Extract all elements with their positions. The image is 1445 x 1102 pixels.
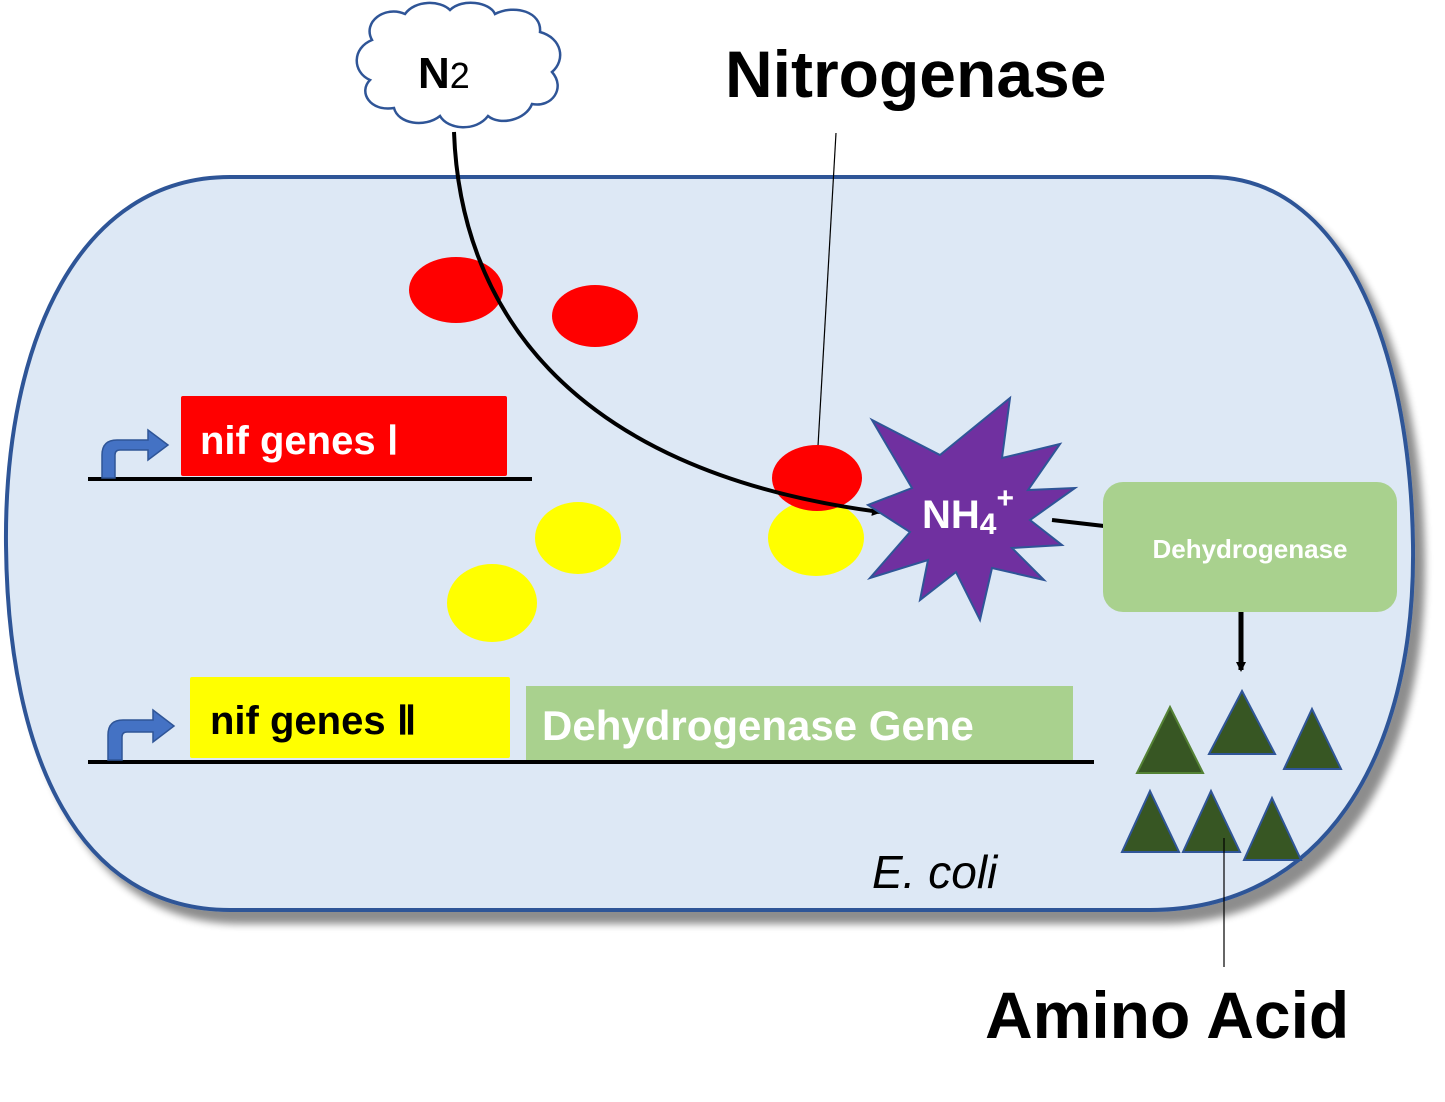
- n2-cloud: N2: [355, 1, 562, 129]
- ammonium-connector: [1051, 518, 1105, 528]
- nh4-superscript: +: [996, 482, 1014, 515]
- promoter-arrow-icon: [107, 708, 176, 761]
- dehydrogenase-gene-label: Dehydrogenase Gene: [542, 702, 974, 749]
- promoter-arrow-icon: [101, 428, 170, 479]
- nif2-protein: [535, 502, 621, 574]
- cell-label: E. coli: [872, 846, 999, 898]
- svg-text:NH4+: NH4+: [922, 482, 1014, 541]
- svg-text:N2: N2: [418, 49, 470, 98]
- n2-subscript: 2: [450, 55, 470, 96]
- operon-2: nif genes Ⅱ Dehydrogenase Gene: [88, 677, 1094, 764]
- nif-genes-2-box: [190, 677, 510, 758]
- dehydrogenase-gene-box: [526, 686, 1073, 760]
- amino-acid-cluster: [1120, 688, 1343, 861]
- n2-pathway-arrow: [452, 131, 882, 516]
- n2-label: N: [418, 49, 450, 98]
- cloud-icon: [355, 1, 562, 129]
- ammonium-burst: NH4+: [865, 395, 1079, 623]
- nh4-subscript: 4: [980, 508, 997, 541]
- amino-acid-triangle: [1120, 788, 1181, 853]
- amino-acid-triangle: [1242, 795, 1303, 861]
- amino-acid-label: Amino Acid: [985, 978, 1349, 1052]
- nif-genes-1-box: [181, 396, 507, 476]
- nif-genes-2-label: nif genes Ⅱ: [210, 699, 416, 743]
- nif1-protein: [409, 257, 503, 323]
- dehydrogenase-label: Dehydrogenase: [1152, 534, 1347, 564]
- dehydrogenase-box: [1103, 482, 1397, 612]
- nif-genes-1-label: nif genes Ⅰ: [200, 419, 399, 463]
- nif2-protein: [447, 564, 537, 642]
- operon-1: nif genes Ⅰ: [88, 396, 532, 481]
- amino-acid-triangle: [1282, 706, 1343, 770]
- amino-acid-triangle: [1181, 788, 1242, 853]
- nitrogenase-label: Nitrogenase: [725, 37, 1106, 111]
- amino-acid-triangle: [1135, 704, 1205, 774]
- nitrogenase-complex-red: [772, 445, 862, 511]
- nitrogenase-leader-line: [817, 132, 837, 447]
- amino-acid-triangle: [1207, 688, 1277, 755]
- nitrogenase-complex-yellow: [768, 500, 864, 576]
- starburst-icon: [865, 395, 1079, 623]
- nh4-label: NH: [922, 493, 980, 537]
- nif1-protein: [552, 285, 638, 347]
